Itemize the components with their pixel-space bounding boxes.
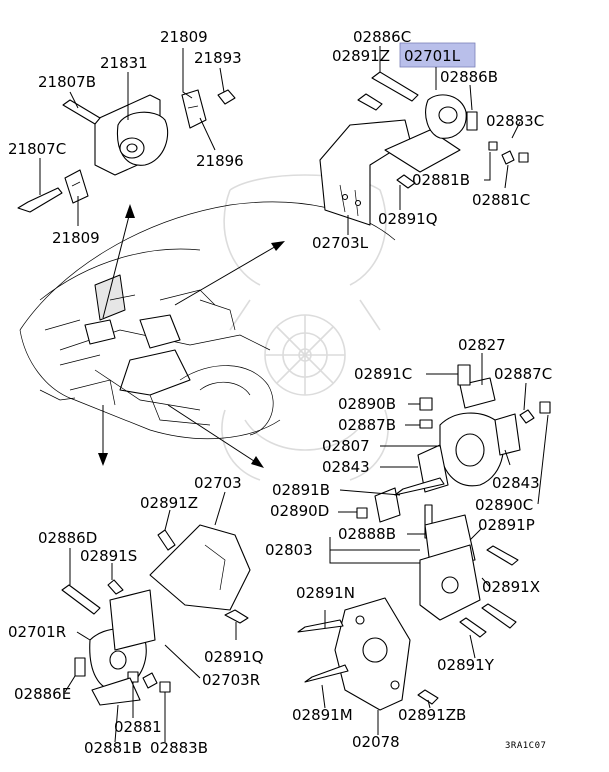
callout-02886d[interactable]: 02886D bbox=[38, 529, 97, 547]
callout-02891y[interactable]: 02891Y bbox=[437, 656, 495, 674]
callout-02891z-top[interactable]: 02891Z bbox=[332, 47, 390, 65]
callout-02890c[interactable]: 02890C bbox=[475, 496, 533, 514]
callout-21893[interactable]: 21893 bbox=[194, 49, 242, 67]
pointer-arrows bbox=[98, 204, 285, 468]
callout-02843-left[interactable]: 02843 bbox=[322, 458, 370, 476]
callout-02890b[interactable]: 02890B bbox=[338, 395, 396, 413]
callout-02887b[interactable]: 02887B bbox=[338, 416, 396, 434]
callout-02886b[interactable]: 02886B bbox=[440, 68, 498, 86]
callout-02891q-top[interactable]: 02891Q bbox=[378, 210, 438, 228]
callout-02890d[interactable]: 02890D bbox=[270, 502, 329, 520]
callout-02891n[interactable]: 02891N bbox=[296, 584, 355, 602]
callout-02881b-bottom[interactable]: 02881B bbox=[84, 739, 142, 757]
callout-02891z-bottom[interactable]: 02891Z bbox=[140, 494, 198, 512]
callout-02891p[interactable]: 02891P bbox=[478, 516, 535, 534]
callout-02703-bottom[interactable]: 02703 bbox=[194, 474, 242, 492]
callout-02881[interactable]: 02881 bbox=[114, 718, 162, 736]
callout-21831[interactable]: 21831 bbox=[100, 54, 148, 72]
callout-02803[interactable]: 02803 bbox=[265, 541, 313, 559]
callout-21896[interactable]: 21896 bbox=[196, 152, 244, 170]
callout-02701r[interactable]: 02701R bbox=[8, 623, 66, 641]
callout-02888b[interactable]: 02888B bbox=[338, 525, 396, 543]
callout-02891q-bottom[interactable]: 02891Q bbox=[204, 648, 264, 666]
callout-21809-bottom[interactable]: 21809 bbox=[52, 229, 100, 247]
callout-02703r[interactable]: 02703R bbox=[202, 671, 260, 689]
callout-02701l[interactable]: 02701L bbox=[404, 47, 461, 65]
callout-02883b[interactable]: 02883B bbox=[150, 739, 208, 757]
callout-02891s[interactable]: 02891S bbox=[80, 547, 137, 565]
diagram-reference-code: 3RA1C07 bbox=[505, 741, 546, 751]
callout-02703l[interactable]: 02703L bbox=[312, 234, 369, 252]
callout-02891m[interactable]: 02891M bbox=[292, 706, 353, 724]
callout-21807b[interactable]: 21807B bbox=[38, 73, 96, 91]
callout-02827[interactable]: 02827 bbox=[458, 336, 506, 354]
callout-02887c[interactable]: 02887C bbox=[494, 365, 552, 383]
callout-02807[interactable]: 02807 bbox=[322, 437, 370, 455]
bottom-right-bracket-group bbox=[297, 597, 439, 735]
middle-right-mount-group bbox=[329, 353, 551, 659]
selected-part-highlight bbox=[399, 42, 476, 68]
callout-02881c[interactable]: 02881C bbox=[472, 191, 530, 209]
top-right-mount-group bbox=[319, 46, 529, 235]
callout-02843-right[interactable]: 02843 bbox=[492, 474, 540, 492]
bottom-left-mount-group bbox=[61, 491, 251, 743]
callout-02891x[interactable]: 02891X bbox=[482, 578, 540, 596]
callout-02886e[interactable]: 02886E bbox=[14, 685, 71, 703]
callout-02891c[interactable]: 02891C bbox=[354, 365, 412, 383]
callout-02891b[interactable]: 02891B bbox=[272, 481, 330, 499]
callout-labels: 21809 21831 21893 21807B 21807C 21896 21… bbox=[8, 28, 552, 757]
callout-02078[interactable]: 02078 bbox=[352, 733, 400, 751]
callout-21807c[interactable]: 21807C bbox=[8, 140, 66, 158]
watermark-emblem bbox=[221, 174, 389, 481]
callout-02886c[interactable]: 02886C bbox=[353, 28, 411, 46]
callout-02891zb[interactable]: 02891ZB bbox=[398, 706, 466, 724]
callout-21809-top[interactable]: 21809 bbox=[160, 28, 208, 46]
top-left-mount-group bbox=[17, 48, 236, 226]
callout-02883c[interactable]: 02883C bbox=[486, 112, 544, 130]
callout-02881b-top[interactable]: 02881B bbox=[412, 171, 470, 189]
